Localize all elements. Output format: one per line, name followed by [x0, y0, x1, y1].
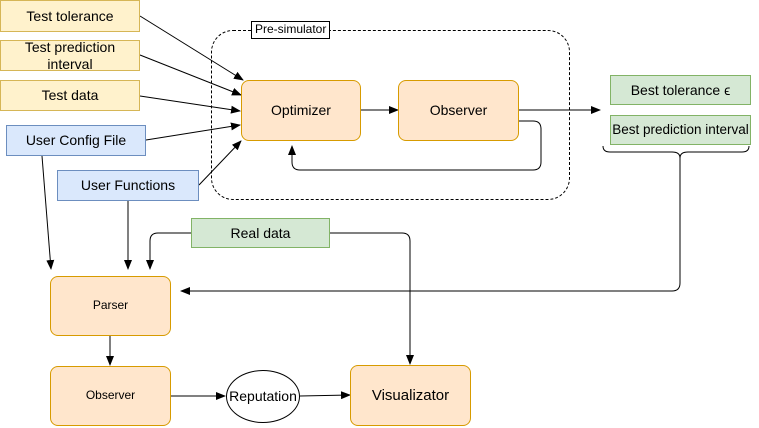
best-prediction-interval-box[interactable]: Best prediction interval	[610, 115, 751, 145]
observer-node[interactable]: Observer	[50, 366, 171, 426]
edge-functions-to-optimizer	[198, 140, 242, 186]
presim-observer-node[interactable]: Observer	[398, 80, 519, 141]
edge-realdata-to-visualizator	[330, 232, 414, 365]
user-config-file-box[interactable]: User Config File	[6, 125, 146, 156]
edge-config-to-optimizer	[145, 122, 241, 141]
best-tolerance-box[interactable]: Best tolerance ϵ	[610, 75, 751, 105]
edge-observer-feedback	[288, 120, 542, 171]
visualizator-node[interactable]: Visualizator	[350, 365, 471, 426]
test-prediction-interval-box[interactable]: Test prediction interval	[0, 39, 140, 72]
user-functions-box[interactable]: User Functions	[57, 170, 199, 201]
edge-testdata-to-optimizer	[139, 95, 241, 114]
edge-realdata-to-parser	[146, 232, 191, 270]
edge-reputation-to-visualizator	[299, 391, 351, 400]
test-tolerance-box[interactable]: Test tolerance	[0, 0, 140, 32]
edge-outputs-to-parser	[180, 158, 681, 295]
edge-prediction-to-optimizer	[139, 54, 242, 96]
optimizer-node[interactable]: Optimizer	[241, 80, 361, 141]
presimulator-label: Pre-simulator	[251, 21, 331, 39]
presimulator-group	[211, 30, 570, 200]
edge-tolerance-to-optimizer	[139, 15, 244, 81]
parser-node[interactable]: Parser	[50, 276, 171, 336]
outputs-brace	[602, 145, 750, 159]
test-data-box[interactable]: Test data	[0, 80, 140, 111]
real-data-box[interactable]: Real data	[191, 218, 330, 248]
reputation-node[interactable]: Reputation	[226, 370, 300, 423]
edge-config-to-parser	[41, 155, 55, 270]
